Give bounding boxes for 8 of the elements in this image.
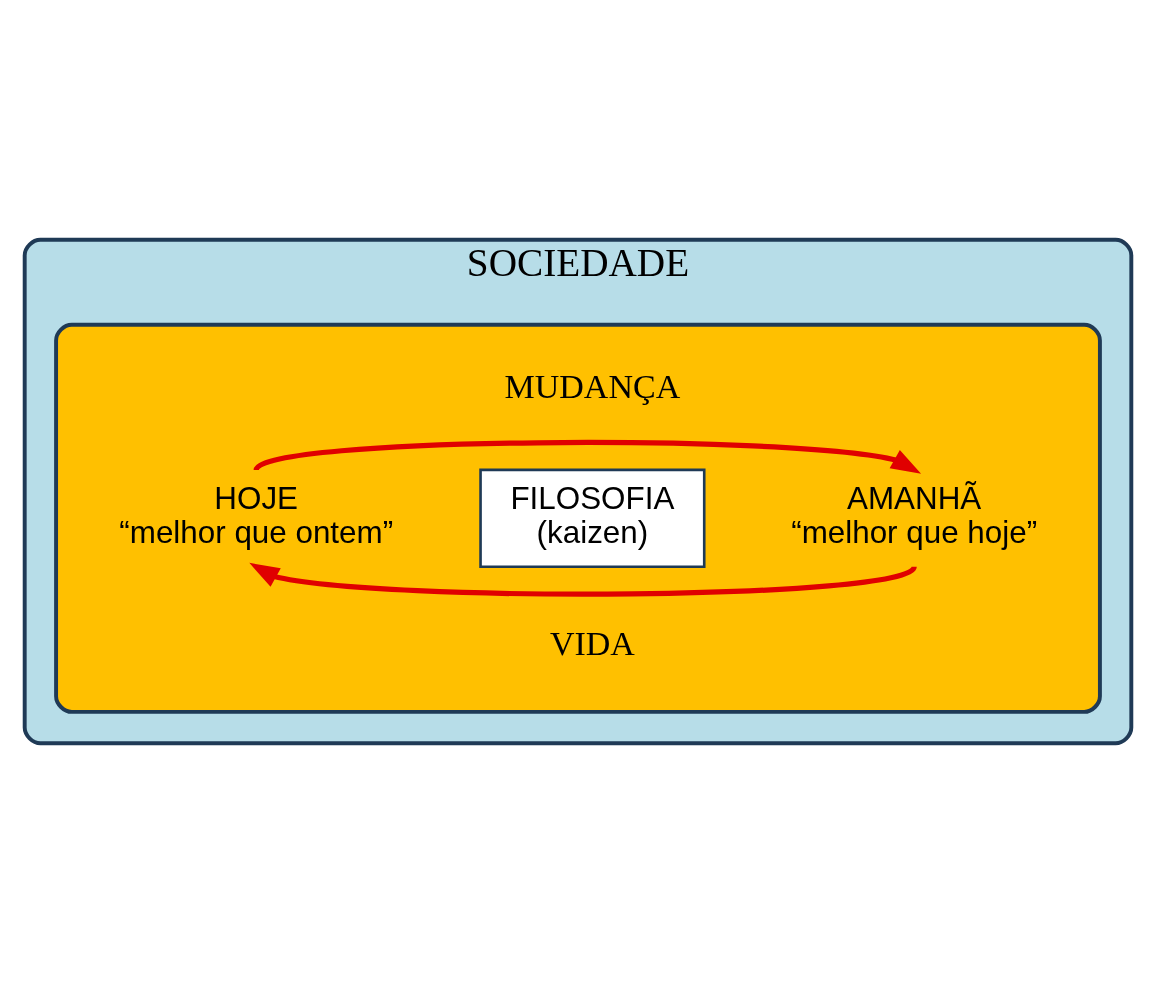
- cluster: [54, 322, 1102, 714]
- node-box: FILOSOFIA (kaizen): [479, 468, 706, 568]
- node-text: HOJE “melhor que ontem”: [119, 481, 394, 551]
- node-text: MUDANÇA: [504, 367, 681, 405]
- arrow: [249, 562, 916, 597]
- arrow: [254, 440, 922, 474]
- node-text: AMANHÃ “melhor que hoje”: [791, 481, 1038, 551]
- node-text: VIDA: [549, 625, 635, 663]
